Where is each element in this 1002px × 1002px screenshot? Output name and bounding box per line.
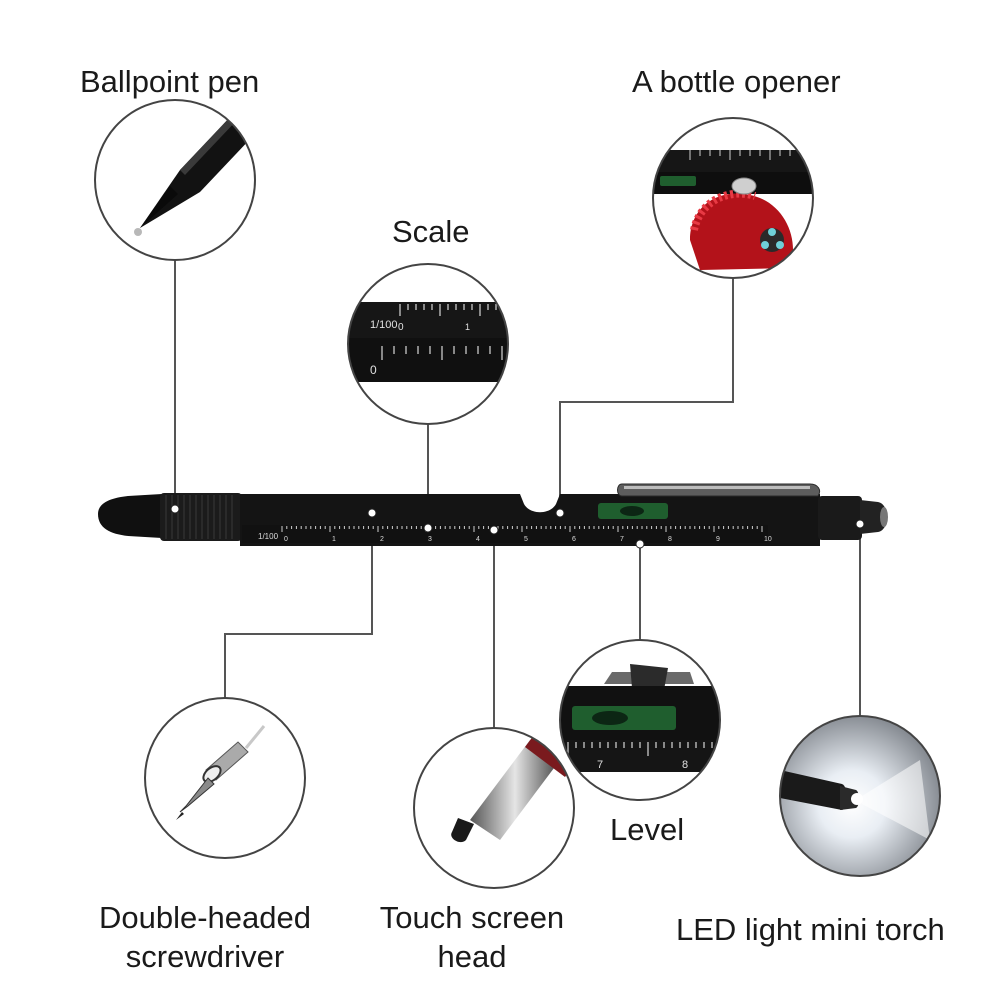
pen-ruler-number: 4 — [476, 536, 480, 543]
multitool-pen: 1/100 0 1 2 3 4 5 6 7 8 9 10 — [98, 483, 888, 546]
pen-ruler-number: 5 — [524, 536, 528, 543]
detail-circle-screwdriver — [144, 697, 306, 859]
detail-circle-torch — [779, 715, 941, 877]
pen-ruler-number: 3 — [428, 536, 432, 543]
pen-grip — [160, 493, 242, 541]
connector-lines — [174, 260, 861, 728]
scale-unit-label: 1/100 — [370, 319, 398, 331]
label-touch-line2: head — [437, 939, 507, 974]
scale-zero-top: 0 — [398, 322, 404, 333]
label-ballpoint-pen: Ballpoint pen — [80, 64, 260, 99]
detail-circle-scale: 1/100 0 1 0 — [347, 263, 509, 425]
label-level: Level — [610, 812, 685, 847]
detail-circle-level: 7 8 — [559, 639, 721, 801]
pen-cap — [818, 496, 862, 540]
dot-ballpoint — [170, 504, 180, 514]
level-tick-7: 7 — [597, 759, 603, 771]
label-screwdriver: Double-headed screwdriver — [80, 898, 330, 976]
label-touch-line1: Touch screen — [379, 900, 565, 935]
label-scale: Scale — [392, 214, 470, 249]
label-bottle-opener: A bottle opener — [632, 64, 841, 99]
dot-touch — [489, 525, 499, 535]
connector-screwdriver — [224, 513, 373, 698]
label-screwdriver-line2: screwdriver — [125, 939, 285, 974]
pen-led-end — [860, 500, 887, 534]
dot-torch — [855, 519, 865, 529]
label-screwdriver-line1: Double-headed — [98, 900, 311, 935]
pen-ruler-number: 10 — [764, 536, 772, 543]
label-led-torch: LED light mini torch — [676, 912, 945, 947]
detail-circle-opener — [652, 117, 814, 279]
detail-circle-ballpoint — [94, 99, 256, 261]
pen-ruler-unit: 1/100 — [258, 532, 279, 541]
scale-zero-bottom: 0 — [370, 363, 377, 377]
pen-clip — [617, 483, 821, 497]
dot-screwdriver — [367, 508, 377, 518]
scale-one: 1 — [465, 322, 470, 332]
level-tick-8: 8 — [682, 759, 688, 771]
pen-ruler-number: 0 — [284, 536, 288, 543]
pen-ruler — [242, 525, 768, 543]
pen-ruler-number: 8 — [668, 536, 672, 543]
dot-level — [635, 539, 645, 549]
callout-dots — [170, 504, 865, 549]
pen-ruler-number: 6 — [572, 536, 576, 543]
pen-ruler-number: 2 — [380, 536, 384, 543]
pen-ruler-number: 7 — [620, 536, 624, 543]
dot-scale — [423, 523, 433, 533]
label-touch-screen: Touch screen head — [362, 898, 582, 976]
pen-tip — [98, 494, 162, 538]
pen-ruler-number: 1 — [332, 536, 336, 543]
connector-opener — [559, 278, 734, 512]
dot-opener — [555, 508, 565, 518]
pen-ruler-number: 9 — [716, 536, 720, 543]
